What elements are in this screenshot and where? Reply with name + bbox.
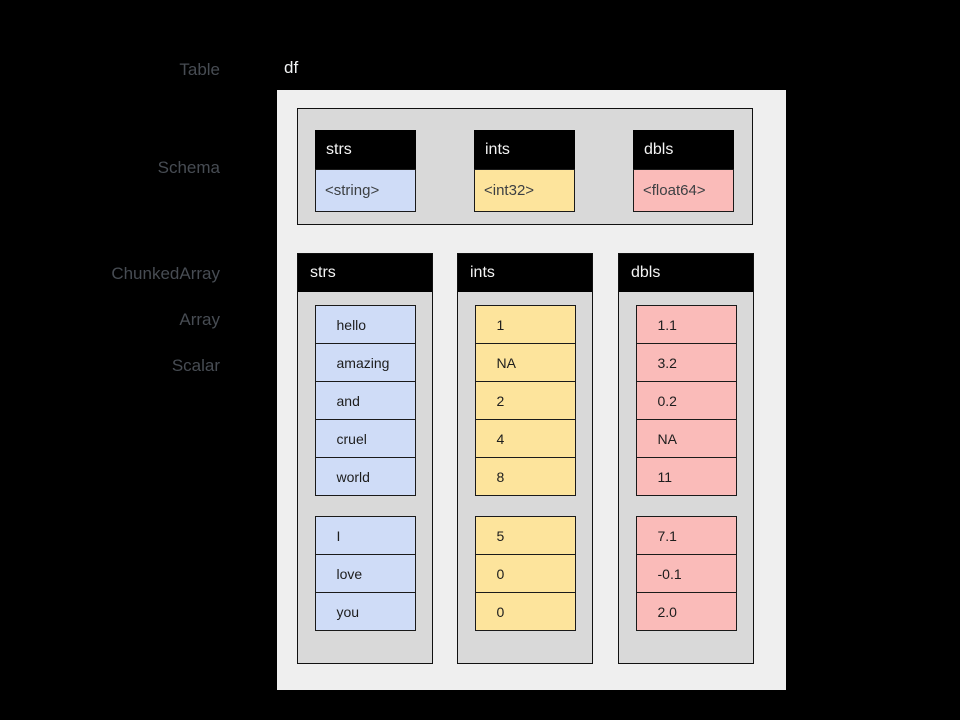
array-cell: and <box>314 381 416 420</box>
array-chunk: I love you <box>314 516 416 631</box>
array-cell: 7.1 <box>635 516 737 555</box>
array-chunk: 5 0 0 <box>474 516 576 631</box>
array-cell: -0.1 <box>635 554 737 593</box>
array-chunk: hello amazing and cruel world <box>314 305 416 496</box>
schema-field-name: dbls <box>633 130 734 169</box>
column-body: 1.1 3.2 0.2 NA 11 7.1 -0.1 2.0 <box>619 292 753 631</box>
array-cell: 3.2 <box>635 343 737 382</box>
array-cell: world <box>314 457 416 496</box>
array-cell: 0 <box>474 554 576 593</box>
array-cell: 1 <box>474 305 576 344</box>
schema-field-name: strs <box>315 130 416 169</box>
array-cell: 2.0 <box>635 592 737 631</box>
label-array: Array <box>179 310 220 329</box>
schema-box: strs <string> ints <int32> dbls <float64… <box>297 108 753 225</box>
schema-field-ints: ints <int32> <box>474 130 575 212</box>
label-scalar: Scalar <box>171 356 220 375</box>
table-panel: strs <string> ints <int32> dbls <float64… <box>277 90 786 690</box>
array-cell: 2 <box>474 381 576 420</box>
array-cell: 8 <box>474 457 576 496</box>
column-body: 1 NA 2 4 8 5 0 0 <box>458 292 592 631</box>
label-table: Table <box>179 60 220 79</box>
schema-field-type: <int32> <box>474 169 575 212</box>
chunkedarray-column-dbls: dbls 1.1 3.2 0.2 NA 11 7.1 -0.1 2.0 <box>618 253 754 664</box>
array-cell: 0.2 <box>635 381 737 420</box>
array-cell: NA <box>474 343 576 382</box>
column-header: ints <box>458 254 592 292</box>
label-schema: Schema <box>157 158 220 177</box>
arrow-shaft <box>230 316 309 318</box>
schema-field-type: <float64> <box>633 169 734 212</box>
array-cell: hello <box>314 305 416 344</box>
array-chunk: 1.1 3.2 0.2 NA 11 <box>635 305 737 496</box>
array-cell: you <box>314 592 416 631</box>
column-header: dbls <box>619 254 753 292</box>
array-cell: 11 <box>635 457 737 496</box>
array-cell: 5 <box>474 516 576 555</box>
label-chunkedarray: ChunkedArray <box>111 264 220 283</box>
array-cell: 4 <box>474 419 576 458</box>
table-variable-name: df <box>284 58 299 77</box>
array-cell: cruel <box>314 419 416 458</box>
array-cell: 1.1 <box>635 305 737 344</box>
schema-field-name: ints <box>474 130 575 169</box>
array-cell: amazing <box>314 343 416 382</box>
array-chunk: 1 NA 2 4 8 <box>474 305 576 496</box>
schema-field-type: <string> <box>315 169 416 212</box>
chunkedarray-column-strs: strs hello amazing and cruel world I lov… <box>297 253 433 664</box>
schema-field-strs: strs <string> <box>315 130 416 212</box>
column-body: hello amazing and cruel world I love you <box>298 292 432 631</box>
array-cell: NA <box>635 419 737 458</box>
column-header: strs <box>298 254 432 292</box>
schema-field-dbls: dbls <float64> <box>633 130 734 212</box>
array-cell: I <box>314 516 416 555</box>
arrow-shaft <box>230 272 288 274</box>
array-chunk: 7.1 -0.1 2.0 <box>635 516 737 631</box>
arrow-shaft <box>230 165 289 167</box>
array-cell: love <box>314 554 416 593</box>
chunkedarray-column-ints: ints 1 NA 2 4 8 5 0 0 <box>457 253 593 664</box>
array-cell: 0 <box>474 592 576 631</box>
